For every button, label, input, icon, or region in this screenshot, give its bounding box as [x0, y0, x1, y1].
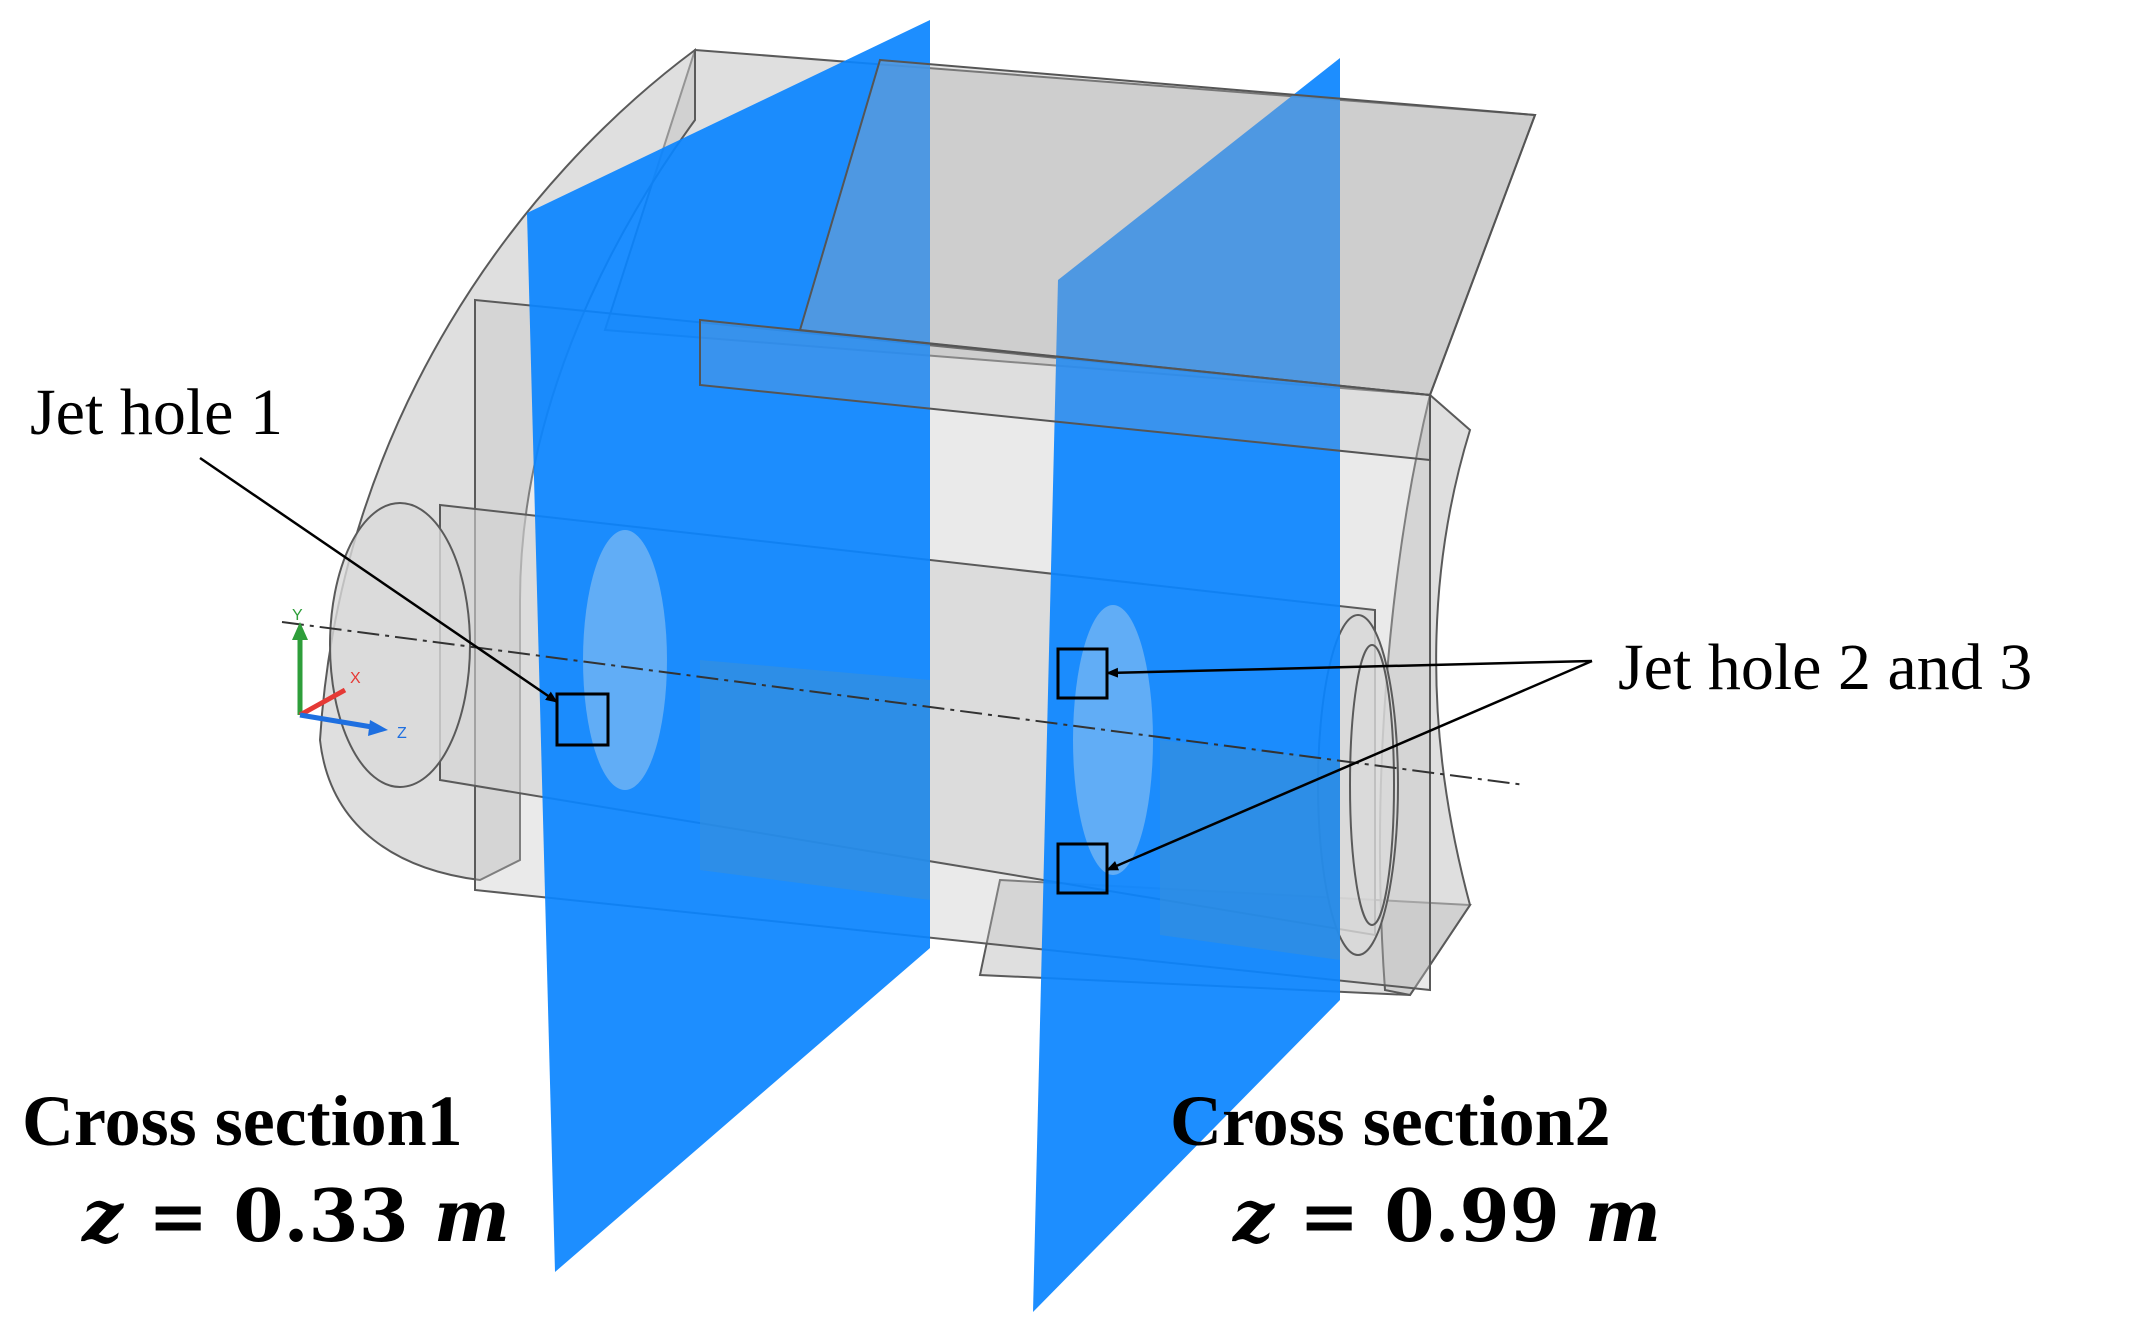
cross-section-1-eq: = [147, 1173, 209, 1258]
cross-section-2-equation: z = 0.99 m [1233, 1180, 1661, 1252]
jet-hole-1-label: Jet hole 1 [30, 376, 283, 449]
axis-x-label: X [350, 670, 361, 687]
housing-overlay [699, 58, 1537, 462]
cross-section-2-eq: = [1298, 1173, 1360, 1258]
jet-hole-1-marker [555, 692, 610, 747]
cross-section-1-var: z [82, 1173, 123, 1258]
cross-section-1-title: Cross section1 [22, 1081, 463, 1161]
cross-section-1-value: 0.33 [233, 1173, 409, 1258]
cross-section-2-value: 0.99 [1384, 1173, 1560, 1258]
cross-section-1-equation: z = 0.33 m [82, 1180, 510, 1252]
cross-section-2-title: Cross section2 [1170, 1081, 1611, 1161]
cross-section-2-var: z [1233, 1173, 1274, 1258]
jet-hole-1-arrow [199, 456, 558, 704]
axis-triad: Y X Z [292, 607, 407, 742]
cross-section-1-unit: m [433, 1173, 510, 1258]
jet-hole-2-3-label: Jet hole 2 and 3 [1618, 631, 2033, 704]
jet-hole-3-arrow [1106, 659, 1593, 872]
axis-y-label: Y [292, 607, 303, 624]
jet-hole-2-arrow [1106, 659, 1593, 678]
center-axis-line [281, 621, 1526, 786]
axis-z-label: Z [397, 725, 407, 742]
cross-section-2-unit: m [1584, 1173, 1661, 1258]
